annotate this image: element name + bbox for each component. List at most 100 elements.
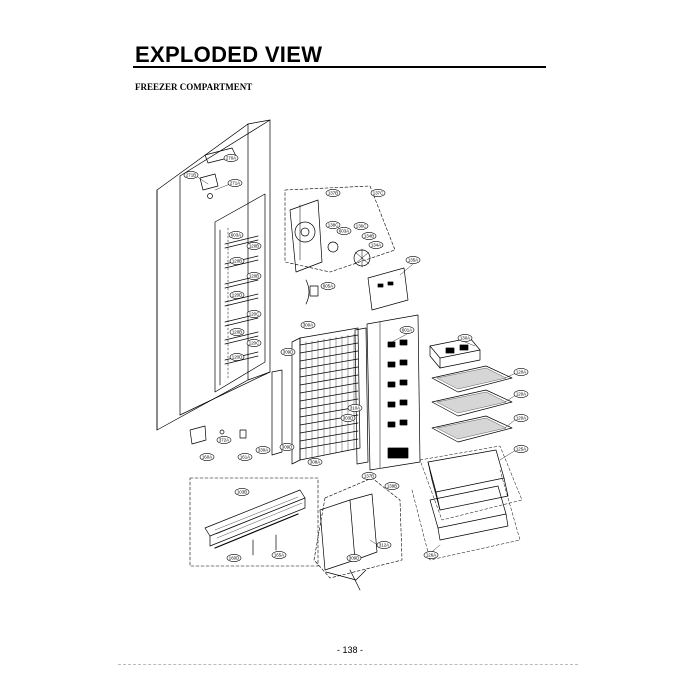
evaporator-coil: [271, 327, 361, 465]
part-callout: 120D: [229, 291, 245, 299]
part-callout: 271A: [227, 179, 243, 187]
part-callout: 120B: [229, 257, 245, 265]
part-callout: 330A: [255, 446, 271, 454]
part-callout: 135A: [405, 256, 421, 264]
part-callout-label: 312A: [379, 542, 389, 547]
part-callout-label: 330A: [258, 447, 268, 452]
section-subtitle: FREEZER COMPARTMENT: [135, 82, 253, 92]
part-callout-label: 270A: [226, 155, 236, 160]
part-callout: 120A: [513, 390, 529, 398]
part-callout-label: 125A: [516, 446, 526, 451]
part-callout: 120C: [246, 310, 262, 318]
part-callout: 120B: [229, 328, 245, 336]
freezer-cabinet: [156, 119, 271, 445]
part-callout-label: 120B: [249, 273, 259, 278]
part-callout-label: 120A: [516, 391, 526, 396]
part-callout: 137B: [361, 472, 377, 480]
part-callout-label: 372A: [219, 437, 229, 442]
part-callout-label: 603A: [231, 232, 241, 237]
part-callout: 160D: [226, 554, 242, 562]
part-callout: 126A: [423, 551, 439, 559]
freezer-drawers: [411, 445, 523, 561]
part-callout-label: 103B: [237, 489, 247, 494]
part-callout: 120B: [246, 242, 262, 250]
part-callout: 136C: [353, 222, 369, 230]
part-callout-label: 135A: [408, 257, 418, 262]
part-callout: 125A: [513, 445, 529, 453]
footer-divider: [118, 664, 578, 665]
part-callout-label: 160A: [202, 454, 212, 459]
part-callout: 270A: [223, 154, 239, 162]
part-callout-label: 137B: [364, 473, 374, 478]
page-title: EXPLODED VIEW: [135, 42, 323, 67]
part-callout-label: 136C: [356, 223, 367, 228]
part-callout-label: 137B: [328, 190, 338, 195]
part-callout: 309D: [346, 554, 362, 562]
fan-motor-assembly: [284, 185, 396, 305]
part-callout-label: 300A: [303, 322, 313, 327]
part-callout-label: 138C: [328, 222, 339, 227]
part-callout-label: 120C: [249, 340, 260, 345]
part-callout-label: 165A: [274, 552, 284, 557]
part-callout: 103B: [234, 488, 250, 496]
part-callout-label: 139B: [387, 483, 397, 488]
part-callout-label: 271B: [186, 172, 196, 177]
part-callout-label: 134B: [364, 233, 374, 238]
part-callout-label: 120D: [232, 292, 243, 297]
part-callout-label: 271A: [230, 180, 240, 185]
part-callout-label: 134A: [371, 242, 381, 247]
part-callout: 310A: [347, 404, 363, 412]
part-callout: 165A: [271, 551, 287, 559]
part-callout: 134A: [368, 241, 384, 249]
part-callout-label: 120B: [249, 243, 259, 248]
part-callout: 303D: [340, 414, 356, 422]
part-callout: 120A: [513, 414, 529, 422]
part-callout-label: 603A: [339, 228, 349, 233]
part-callout: 137C: [370, 189, 386, 197]
part-callout-label: 120A: [516, 369, 526, 374]
part-callout: 308A: [307, 458, 323, 466]
part-callout: 603A: [336, 227, 352, 235]
part-callout-label: 120A: [516, 415, 526, 420]
part-callout-label: 309D: [282, 444, 293, 449]
part-callout: 300A: [300, 321, 316, 329]
part-callout: 138C: [325, 221, 341, 229]
evaporator-cover-inset: [313, 477, 403, 591]
glass-shelves: [431, 365, 513, 443]
part-callout: 601A: [399, 326, 415, 334]
part-callout: 120B: [246, 272, 262, 280]
part-callout: 120C: [246, 339, 262, 347]
part-callout-label: 160D: [229, 555, 240, 560]
part-callout-label: 309D: [283, 349, 294, 354]
part-callout: 130A: [457, 334, 473, 342]
part-callout-label: 137C: [373, 190, 384, 195]
defrost-heater-inset: [189, 477, 319, 567]
part-callout-label: 605A: [323, 283, 333, 288]
part-callout: 309D: [280, 348, 296, 356]
part-callout-label: 120B: [232, 258, 242, 263]
part-callout-label: 120B: [232, 329, 242, 334]
evaporator-cover: [354, 267, 421, 471]
part-callout: 309D: [279, 443, 295, 451]
part-callout-label: 120C: [249, 311, 260, 316]
part-callout-label: 126A: [426, 552, 436, 557]
part-callout-label: 601A: [402, 327, 412, 332]
part-callout: 603A: [228, 231, 244, 239]
leader-lines: [195, 157, 517, 557]
part-callout-label: 303D: [343, 415, 354, 420]
part-callout-label: 161A: [240, 454, 250, 459]
part-callout-label: 120D: [232, 354, 243, 359]
part-callout-label: 310A: [350, 405, 360, 410]
part-callout: 271B: [183, 171, 199, 179]
part-callout: 605A: [320, 282, 336, 290]
part-callout-label: 308A: [310, 459, 320, 464]
part-callout: 120A: [513, 368, 529, 376]
part-callout: 134B: [361, 232, 377, 240]
part-callout: 139B: [384, 482, 400, 490]
title-rule: [133, 66, 546, 68]
page-number: - 138 -: [336, 645, 363, 655]
part-callout: 137B: [325, 189, 341, 197]
part-callout: 160A: [199, 453, 215, 461]
